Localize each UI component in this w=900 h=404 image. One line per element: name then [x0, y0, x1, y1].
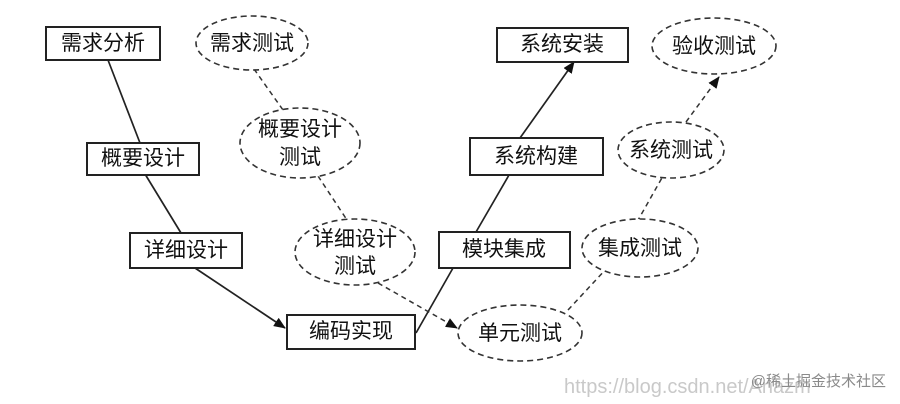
- dash-integrationtest-to-systemtest: [636, 175, 664, 223]
- box-requirements-analysis-label: 需求分析: [61, 31, 145, 55]
- ellipse-unit-test: 单元测试: [457, 304, 583, 362]
- box-module-integration: 模块集成: [438, 231, 571, 269]
- dash-detailedtest-to-unittest: [377, 282, 458, 329]
- ellipse-requirements-test: 需求测试: [195, 15, 309, 71]
- line-req-to-outline: [107, 59, 141, 144]
- dash-unittest-to-integrationtest: [567, 267, 608, 311]
- ellipse-outline-design-test: 概要设计 测试: [239, 107, 361, 179]
- ellipse-detailed-test-line1: 详细设计: [313, 227, 397, 251]
- box-system-install: 系统安装: [496, 27, 629, 63]
- box-outline-design: 概要设计: [86, 142, 200, 176]
- ellipse-acceptance-test: 验收测试: [651, 17, 777, 75]
- box-system-build-label: 系统构建: [494, 144, 578, 168]
- box-detailed-design-label: 详细设计: [144, 238, 228, 262]
- box-outline-design-label: 概要设计: [101, 146, 185, 170]
- box-detailed-design: 详细设计: [129, 232, 243, 269]
- box-coding-label: 编码实现: [309, 319, 393, 343]
- line-outline-to-detailed: [144, 173, 182, 234]
- ellipse-system-test-label: 系统测试: [629, 138, 713, 162]
- line-coding-to-module: [415, 267, 454, 334]
- ellipse-requirements-test-label: 需求测试: [210, 31, 294, 55]
- dash-reqtest-to-outlinetest: [253, 68, 284, 111]
- ellipse-outline-test-line2: 测试: [279, 145, 321, 169]
- dash-outlinetest-to-detailedtest: [317, 175, 348, 221]
- box-system-build: 系统构建: [469, 137, 604, 176]
- box-requirements-analysis: 需求分析: [45, 26, 161, 61]
- ellipse-unit-test-label: 单元测试: [478, 321, 562, 345]
- ellipse-detailed-design-test: 详细设计 测试: [294, 218, 416, 286]
- line-build-to-install: [519, 61, 575, 139]
- watermark-url: https://blog.csdn.net/Anazm: [564, 376, 811, 398]
- dash-systemtest-to-acceptancetest: [685, 76, 720, 123]
- ellipse-detailed-test-line2: 测试: [334, 254, 376, 278]
- line-module-to-build: [475, 174, 510, 233]
- watermark-brand: @稀土掘金技术社区: [750, 373, 886, 390]
- ellipse-integration-test: 集成测试: [581, 218, 699, 278]
- ellipse-system-test: 系统测试: [617, 121, 725, 179]
- box-module-integration-label: 模块集成: [462, 237, 546, 261]
- ellipse-outline-test-line1: 概要设计: [258, 117, 342, 141]
- box-coding: 编码实现: [286, 314, 416, 350]
- ellipse-acceptance-test-label: 验收测试: [672, 34, 756, 58]
- box-system-install-label: 系统安装: [520, 32, 604, 56]
- ellipse-integration-test-label: 集成测试: [598, 236, 682, 260]
- line-detailed-to-coding: [194, 267, 286, 329]
